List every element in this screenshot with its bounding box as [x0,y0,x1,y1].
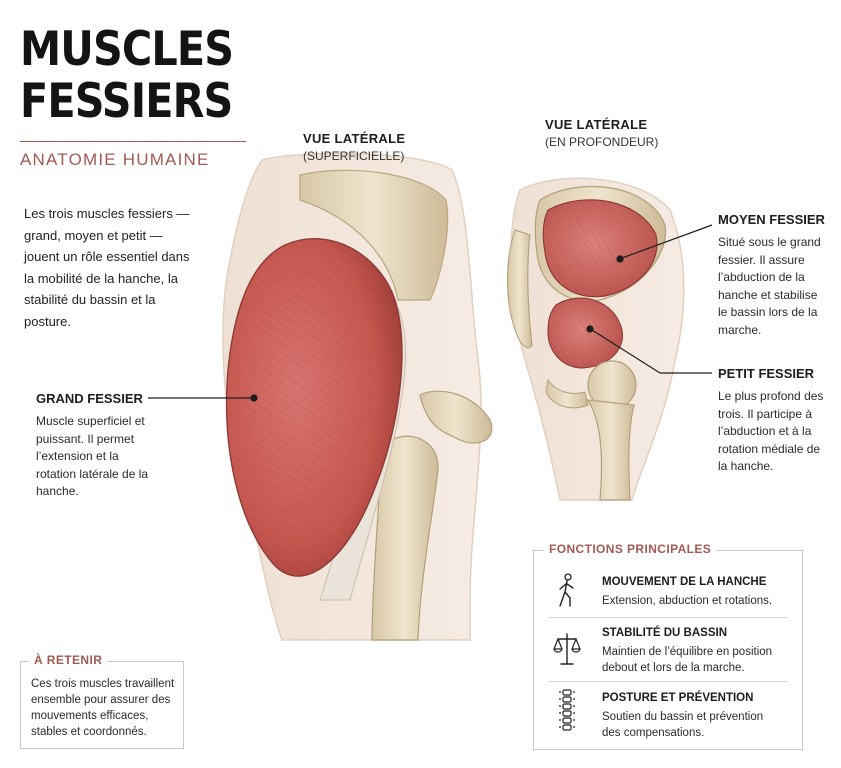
fonction-desc: Soutien du bassin et prévention des comp… [602,711,764,739]
fonction-desc: Extension, abduction et rotations. [602,595,773,607]
grand-fessier-muscle [225,238,403,577]
grand-fessier-label: GRAND FESSIER Muscle superficiel et puis… [36,391,156,501]
view-title: VUE LATÉRALE [545,117,648,132]
spine-icon [559,689,575,731]
title-divider [20,141,246,142]
fonction-title: POSTURE ET PRÉVENTION [602,692,754,704]
fonction-item: MOUVEMENT DE LA HANCHE Extension, abduct… [534,565,802,619]
balance-scale-icon [553,633,581,665]
muscle-description: Le plus profond des trois. Il participe … [718,389,824,473]
intro-text: Les trois muscles fessiers — grand, moye… [24,206,190,329]
retenir-box: À RETENIR Ces trois muscles travaillent … [20,653,184,749]
moyen-fessier-label: MOYEN FESSIER Situé sous le grand fessie… [718,212,828,339]
muscle-name: MOYEN FESSIER [718,212,825,227]
leader-lines [148,224,713,402]
petit-fessier-label: PETIT FESSIER Le plus profond des trois.… [718,366,826,476]
fonction-item: STABILITÉ DU BASSIN Maintien de l’équili… [534,619,802,681]
superficial-view-illustration [222,152,493,641]
muscle-description: Situé sous le grand fessier. Il assure l… [718,235,821,337]
page-subtitle: ANATOMIE HUMAINE [20,150,210,169]
page-title: MUSCLES FESSIERS [20,22,234,129]
fonction-divider [548,681,788,682]
title-line-1: MUSCLES [20,22,234,77]
deep-view-illustration [507,177,685,501]
fonctions-heading: FONCTIONS PRINCIPALES [544,542,717,556]
petit-fessier-muscle [547,297,623,369]
fonction-desc: Maintien de l’équilibre en position debo… [602,646,773,674]
muscle-name: GRAND FESSIER [36,391,143,406]
walking-person-icon [559,573,574,607]
view-subtitle: (SUPERFICIELLE) [303,149,405,163]
view-subtitle: (EN PROFONDEUR) [545,135,659,149]
view-title: VUE LATÉRALE [303,131,406,146]
fonctions-box: FONCTIONS PRINCIPALES MOUVEMENT DE LA HA… [533,542,803,750]
view-header-deep: VUE LATÉRALE (EN PROFONDEUR) [545,117,658,149]
fonction-item: POSTURE ET PRÉVENTION Soutien du bassin … [534,683,802,745]
moyen-fessier-muscle [542,199,658,298]
retenir-text: Ces trois muscles travaillent ensemble p… [31,678,175,738]
fonction-title: MOUVEMENT DE LA HANCHE [602,576,767,588]
title-line-2: FESSIERS [20,74,233,129]
retenir-heading: À RETENIR [29,653,108,667]
muscle-name: PETIT FESSIER [718,366,815,381]
view-header-superficial: VUE LATÉRALE (SUPERFICIELLE) [303,131,405,163]
fonction-title: STABILITÉ DU BASSIN [602,627,728,639]
fonction-divider [548,617,788,618]
muscle-description: Muscle superficiel et puissant. Il perme… [36,414,149,498]
